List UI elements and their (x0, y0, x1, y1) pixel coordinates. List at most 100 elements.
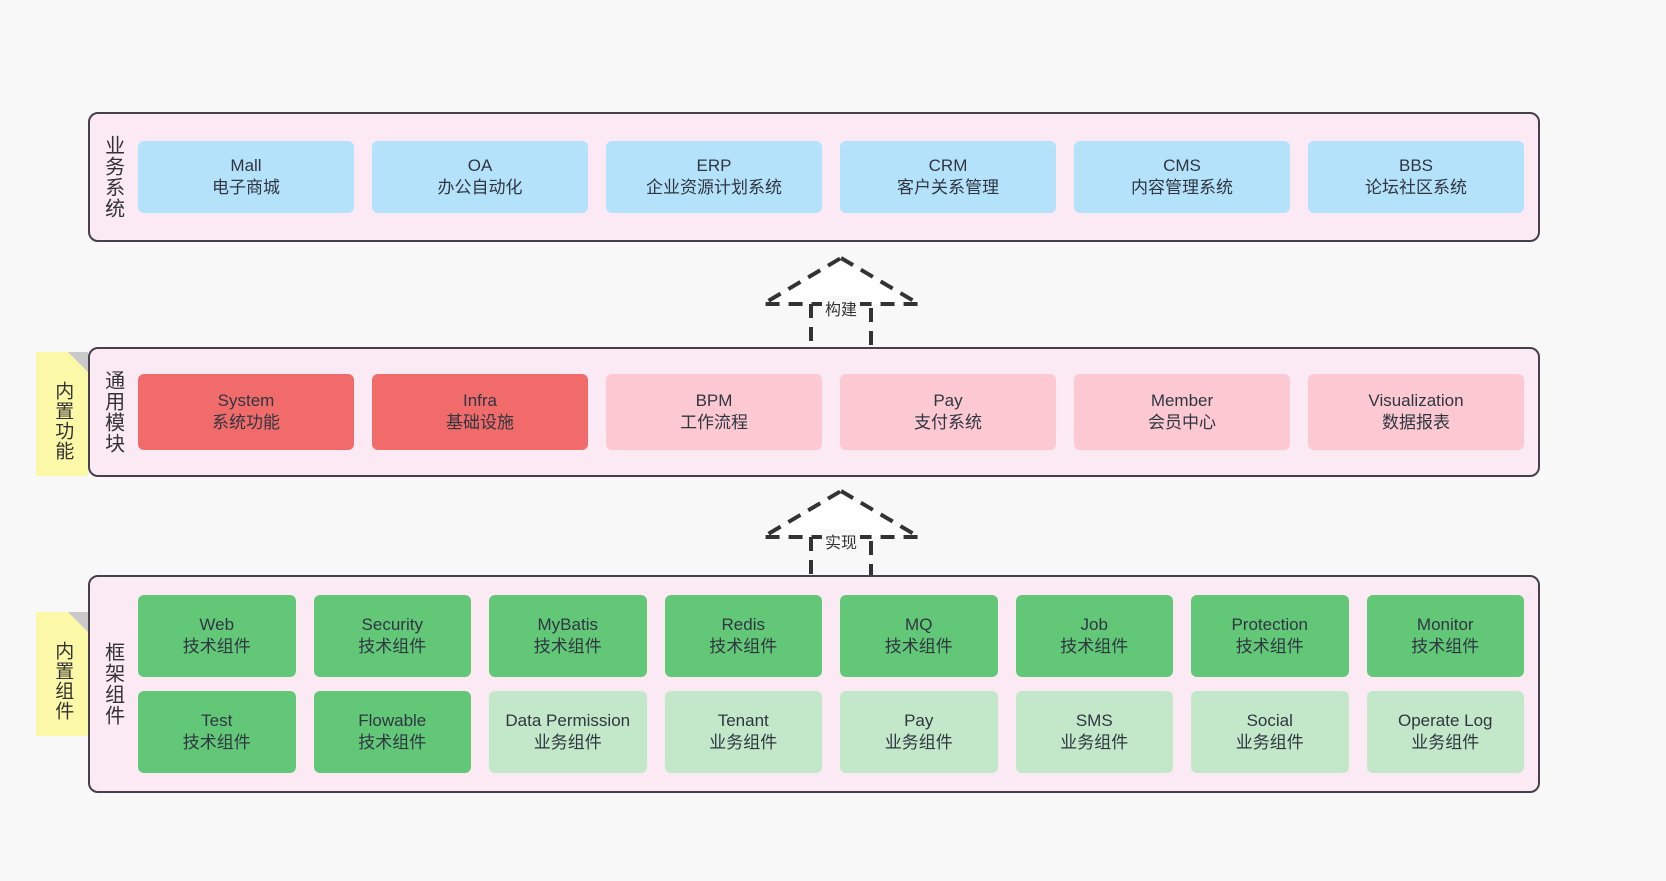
node-subtitle: 办公自动化 (437, 178, 523, 197)
node-crm[interactable]: CRM 客户关系管理 (840, 141, 1056, 213)
node-title: Member (1150, 390, 1214, 410)
node-subtitle: 业务组件 (533, 733, 602, 752)
node-redis[interactable]: Redis 技术组件 (664, 595, 822, 677)
note-builtin-features: 内置功能 (36, 352, 88, 476)
node-subtitle: 基础设施 (446, 413, 514, 432)
node-protection[interactable]: Protection 技术组件 (1191, 595, 1349, 677)
node-security[interactable]: Security 技术组件 (313, 595, 471, 677)
node-pay-component[interactable]: Pay 业务组件 (840, 691, 998, 773)
node-title: Mall (230, 155, 262, 175)
node-social[interactable]: Social 业务组件 (1191, 691, 1349, 773)
node-title: Flowable (358, 710, 427, 730)
node-subtitle: 电子商城 (212, 178, 280, 197)
node-title: Social (1246, 710, 1293, 730)
layer-body-framework: Web 技术组件 Security 技术组件 MyBatis 技术组件 Redi… (134, 577, 1538, 791)
node-subtitle: 技术组件 (358, 733, 427, 752)
node-subtitle: 企业资源计划系统 (646, 178, 782, 197)
node-mq[interactable]: MQ 技术组件 (840, 595, 998, 677)
connector-build: 构建 (755, 255, 927, 354)
node-subtitle: 技术组件 (1235, 637, 1304, 656)
node-subtitle: 技术组件 (884, 637, 953, 656)
node-web[interactable]: Web 技术组件 (138, 595, 296, 677)
node-system[interactable]: System 系统功能 (138, 374, 354, 450)
node-oa[interactable]: OA 办公自动化 (372, 141, 588, 213)
node-title: Visualization (1368, 390, 1464, 410)
layer-common-modules: 通用模块 System 系统功能 Infra 基础设施 BPM 工作流程 Pay… (88, 347, 1540, 477)
node-mall[interactable]: Mall 电子商城 (138, 141, 354, 213)
node-title: BPM (695, 390, 733, 410)
node-subtitle: 业务组件 (884, 733, 953, 752)
node-mybatis[interactable]: MyBatis 技术组件 (489, 595, 647, 677)
node-job[interactable]: Job 技术组件 (1015, 595, 1173, 677)
node-title: Pay (904, 710, 934, 730)
node-subtitle: 数据报表 (1382, 413, 1450, 432)
node-cms[interactable]: CMS 内容管理系统 (1074, 141, 1290, 213)
node-infra[interactable]: Infra 基础设施 (372, 374, 588, 450)
node-title: SMS (1075, 710, 1113, 730)
node-title: Job (1080, 614, 1108, 634)
node-data-permission[interactable]: Data Permission 业务组件 (489, 691, 647, 773)
framework-row-tech: Web 技术组件 Security 技术组件 MyBatis 技术组件 Redi… (138, 595, 1524, 677)
node-subtitle: 内容管理系统 (1131, 178, 1233, 197)
note-fold-icon (68, 612, 88, 632)
node-test[interactable]: Test 技术组件 (138, 691, 296, 773)
layer-business-systems: 业务系统 Mall 电子商城 OA 办公自动化 ERP 企业资源计划系统 CRM… (88, 112, 1540, 242)
node-subtitle: 技术组件 (533, 637, 602, 656)
node-subtitle: 支付系统 (914, 413, 982, 432)
node-subtitle: 技术组件 (1411, 637, 1480, 656)
node-member[interactable]: Member 会员中心 (1074, 374, 1290, 450)
node-subtitle: 业务组件 (1060, 733, 1129, 752)
node-title: CMS (1163, 155, 1201, 175)
node-pay[interactable]: Pay 支付系统 (840, 374, 1056, 450)
node-subtitle: 客户关系管理 (897, 178, 999, 197)
note-text: 内置功能 (52, 381, 74, 461)
node-title: OA (467, 155, 493, 175)
layer-title-framework: 框架组件 (101, 642, 124, 726)
note-fold-icon (68, 352, 88, 372)
node-erp[interactable]: ERP 企业资源计划系统 (606, 141, 822, 213)
node-subtitle: 工作流程 (680, 413, 748, 432)
node-title: Protection (1231, 614, 1309, 634)
node-title: Data Permission (505, 710, 631, 730)
node-subtitle: 会员中心 (1148, 413, 1216, 432)
node-title: ERP (696, 155, 732, 175)
node-bpm[interactable]: BPM 工作流程 (606, 374, 822, 450)
node-title: Pay (933, 390, 963, 410)
node-sms[interactable]: SMS 业务组件 (1015, 691, 1173, 773)
node-subtitle: 技术组件 (182, 733, 251, 752)
node-subtitle: 技术组件 (358, 637, 427, 656)
note-builtin-components: 内置组件 (36, 612, 88, 736)
node-subtitle: 业务组件 (1411, 733, 1480, 752)
node-title: CRM (928, 155, 968, 175)
node-title: MQ (905, 614, 933, 634)
node-subtitle: 技术组件 (709, 637, 778, 656)
layer-framework-components: 框架组件 Web 技术组件 Security 技术组件 MyBatis 技术组件… (88, 575, 1540, 793)
node-title: Tenant (717, 710, 769, 730)
node-title: MyBatis (537, 614, 598, 634)
node-subtitle: 业务组件 (709, 733, 778, 752)
connector-label-build: 构建 (821, 296, 861, 320)
note-text: 内置组件 (52, 641, 74, 721)
node-subtitle: 技术组件 (182, 637, 251, 656)
node-subtitle: 论坛社区系统 (1365, 178, 1467, 197)
node-operate-log[interactable]: Operate Log 业务组件 (1366, 691, 1524, 773)
node-subtitle: 系统功能 (212, 413, 280, 432)
node-title: Web (199, 614, 235, 634)
node-subtitle: 技术组件 (1060, 637, 1129, 656)
node-tenant[interactable]: Tenant 业务组件 (664, 691, 822, 773)
layer-body-modules: System 系统功能 Infra 基础设施 BPM 工作流程 Pay 支付系统… (134, 349, 1538, 475)
node-monitor[interactable]: Monitor 技术组件 (1366, 595, 1524, 677)
node-bbs[interactable]: BBS 论坛社区系统 (1308, 141, 1524, 213)
node-title: Infra (462, 390, 498, 410)
node-subtitle: 业务组件 (1235, 733, 1304, 752)
node-title: Test (201, 710, 233, 730)
framework-row-business: Test 技术组件 Flowable 技术组件 Data Permission … (138, 691, 1524, 773)
node-visualization[interactable]: Visualization 数据报表 (1308, 374, 1524, 450)
business-row: Mall 电子商城 OA 办公自动化 ERP 企业资源计划系统 CRM 客户关系… (138, 141, 1524, 213)
node-flowable[interactable]: Flowable 技术组件 (313, 691, 471, 773)
modules-row: System 系统功能 Infra 基础设施 BPM 工作流程 Pay 支付系统… (138, 374, 1524, 450)
node-title: Security (361, 614, 423, 634)
layer-title-modules: 通用模块 (101, 370, 124, 454)
connector-implement: 实现 (755, 488, 927, 587)
